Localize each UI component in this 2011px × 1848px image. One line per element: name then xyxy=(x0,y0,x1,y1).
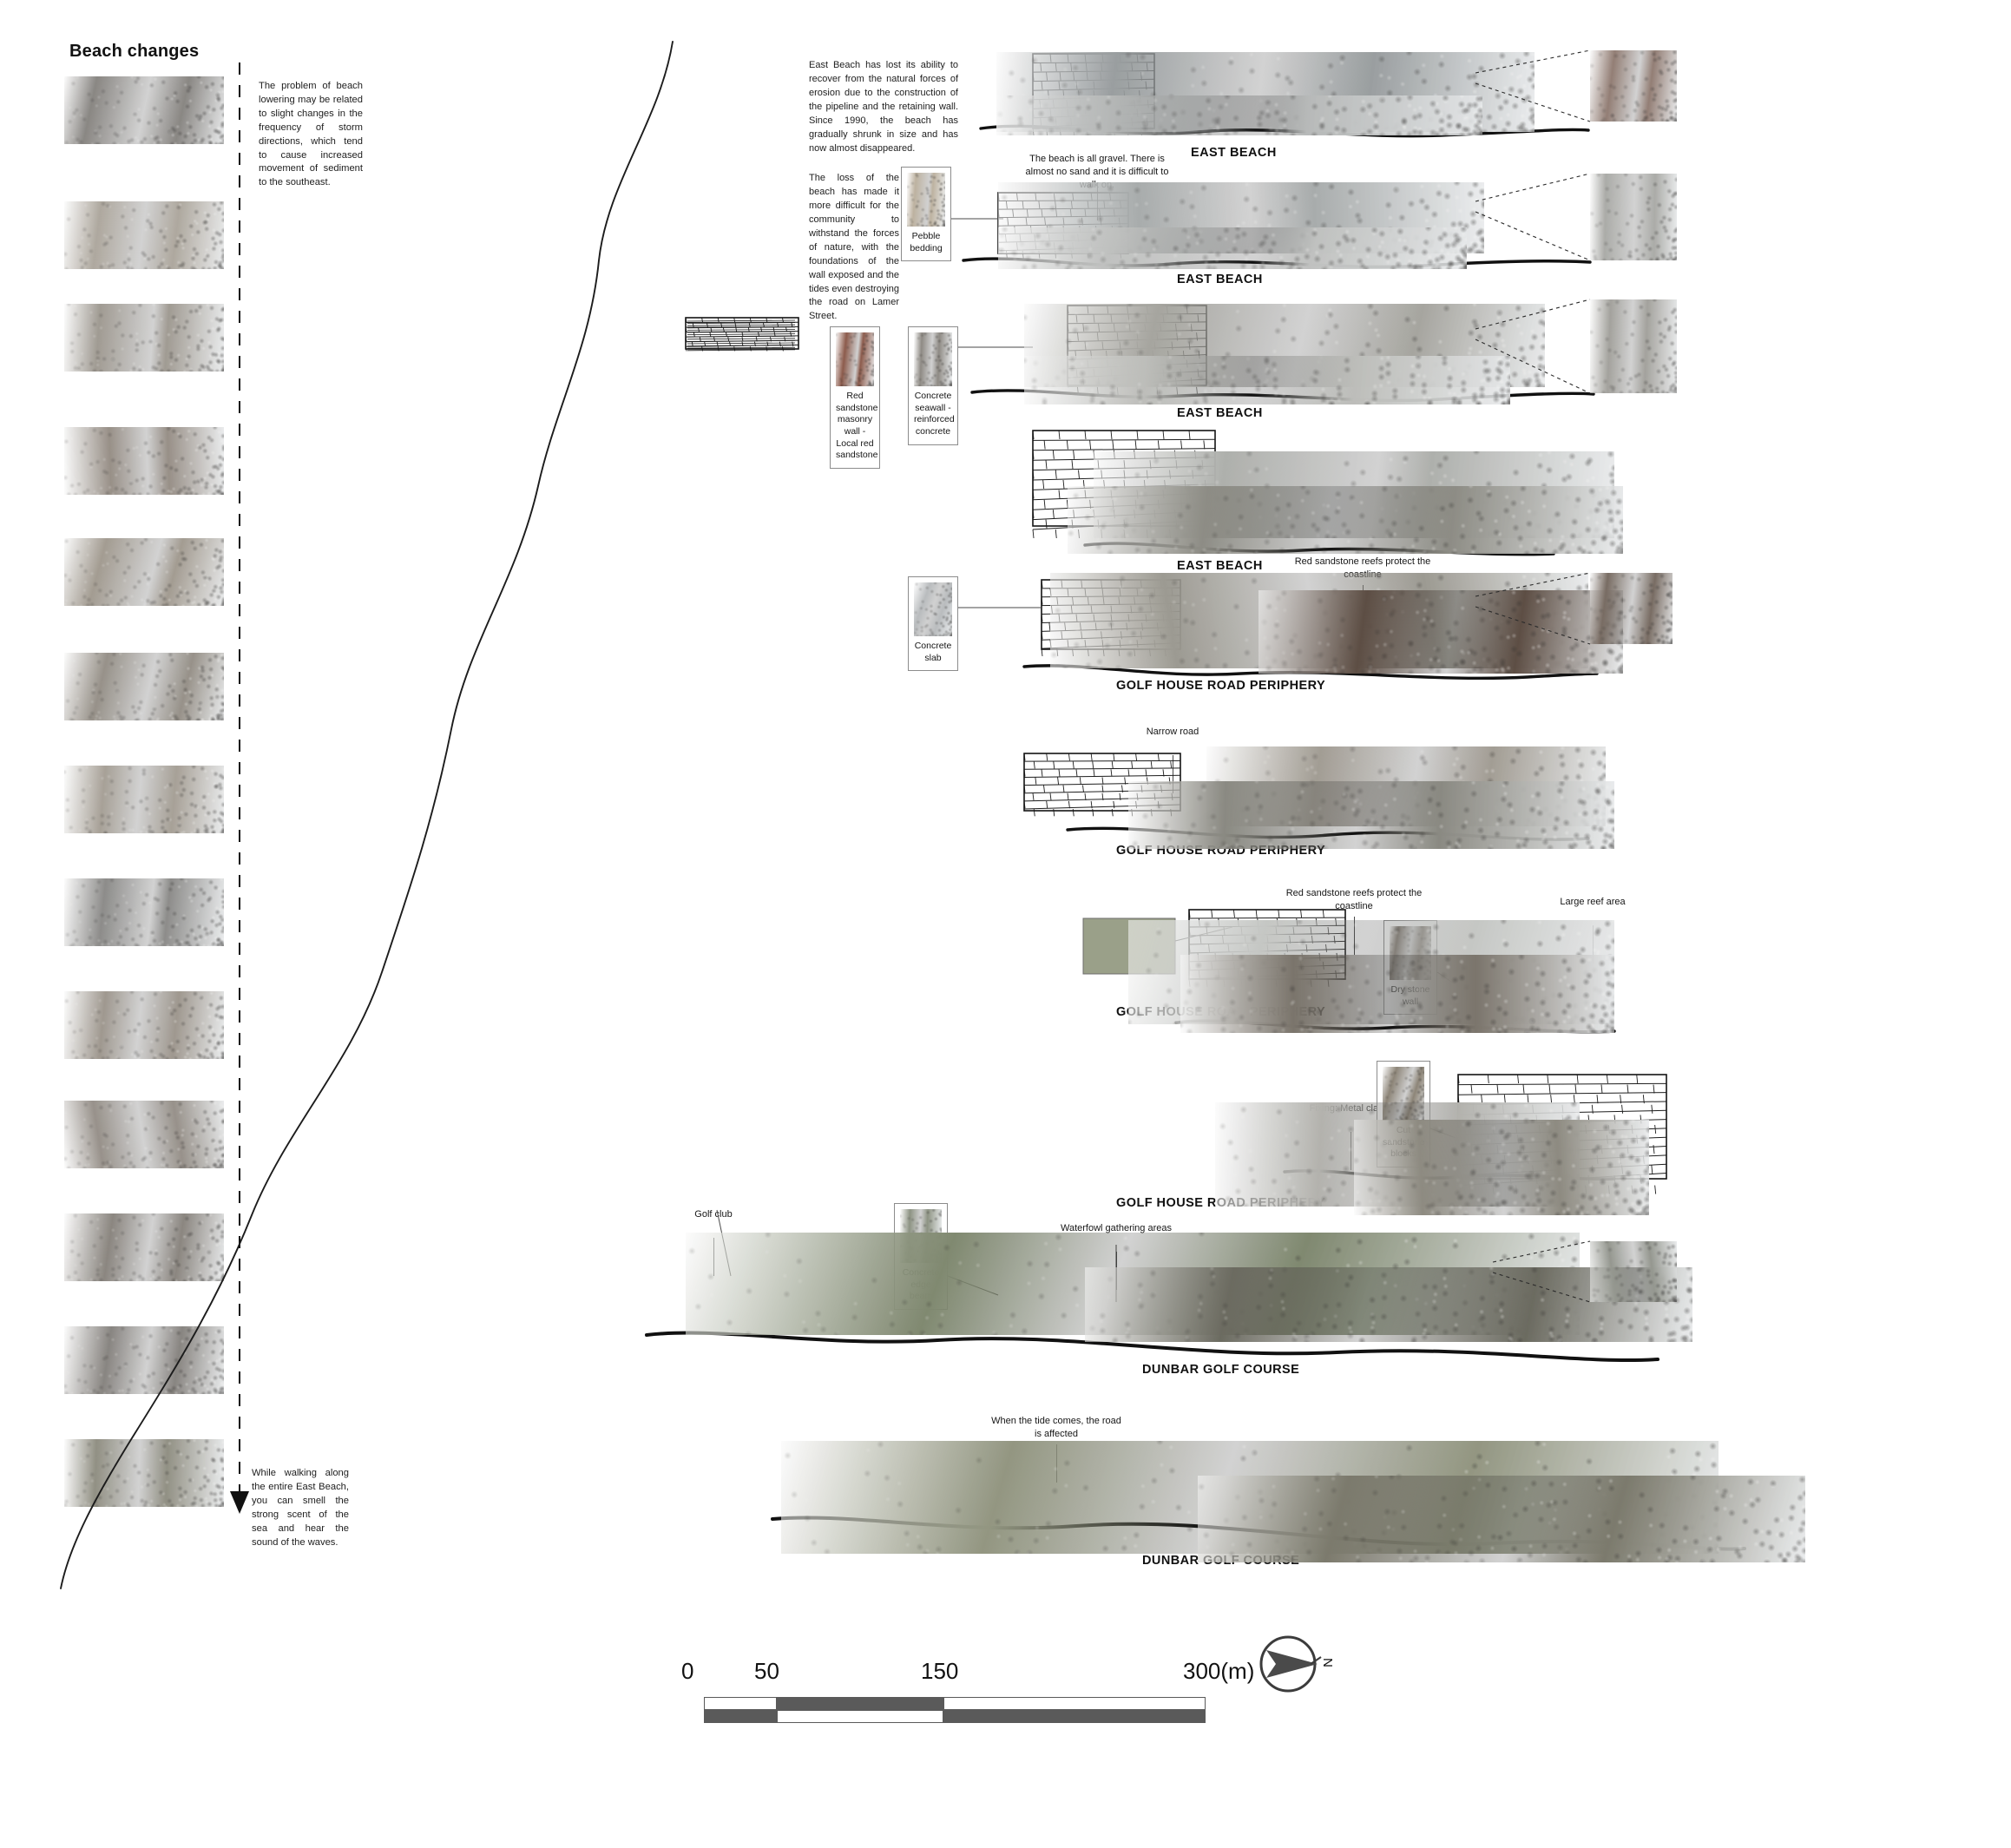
section-east-beach-4-title: EAST BEACH xyxy=(1177,559,1263,573)
section-panorama-band-10 xyxy=(1259,590,1623,674)
reefs-note-2: Red sandstone reefs protect the coastlin… xyxy=(1285,888,1423,911)
narrow-road-note: Narrow road xyxy=(1146,727,1199,737)
strip-photo-13 xyxy=(64,1439,224,1507)
section-east-beach-1-title: EAST BEACH xyxy=(1191,146,1277,160)
strip-photo-9 xyxy=(64,991,224,1059)
note-walking-east-beach: While walking along the entire East Beac… xyxy=(252,1468,349,1548)
compass-rose-icon xyxy=(1259,1635,1322,1693)
golf-club-note: Golf club xyxy=(694,1209,733,1220)
red-sandstone-masonry-wall-caption: Red sandstone masonry wall - Local red s… xyxy=(836,391,878,461)
scale-tick-0: 0 xyxy=(681,1658,694,1684)
route-direction-arrow-icon xyxy=(230,1491,249,1514)
red-sandstone-masonry-wall-thumbnail xyxy=(836,332,874,386)
scale-bar-track xyxy=(704,1697,1242,1723)
section-ghr-1-title: GOLF HOUSE ROAD PERIPHERY xyxy=(1116,679,1326,693)
scale-tick-1: 50 xyxy=(754,1658,779,1684)
strip-photo-2 xyxy=(64,201,224,269)
strip-photo-11 xyxy=(64,1213,224,1281)
pebble-bedding-thumbnail xyxy=(907,173,945,227)
concrete-slab-caption: Concrete slab xyxy=(914,641,952,663)
swatch-concrete-seawall: Concrete seawall - reinforced concrete xyxy=(908,326,958,445)
section-panorama-band-20 xyxy=(1198,1476,1805,1562)
compass-north-label: N xyxy=(1320,1658,1335,1667)
strip-photo-10 xyxy=(64,1101,224,1168)
zoom-detail-photo-3 xyxy=(1590,299,1677,393)
scale-tick-3: 300(m) xyxy=(1183,1658,1255,1684)
wall-section-hatch-drawing xyxy=(687,319,796,352)
pebble-bedding-caption: Pebble bedding xyxy=(910,231,943,253)
zoom-detail-photo-5 xyxy=(1590,1241,1677,1302)
zoom-detail-photo-4 xyxy=(1590,573,1673,644)
section-panorama-band-8 xyxy=(1068,486,1623,554)
section-east-beach-2-title: EAST BEACH xyxy=(1177,273,1263,286)
section-panorama-band-6 xyxy=(1024,356,1510,404)
ground-line xyxy=(645,1331,1659,1363)
concrete-slab-thumbnail xyxy=(914,582,952,636)
note-beach-lowering: The problem of beach lowering may be rel… xyxy=(259,81,363,188)
swatch-concrete-slab: Concrete slab xyxy=(908,576,958,672)
section-east-beach-3-title: EAST BEACH xyxy=(1177,406,1263,420)
zoom-detail-photo-1 xyxy=(1590,50,1677,122)
paragraph-east-beach-erosion: East Beach has lost its ability to recov… xyxy=(809,60,958,154)
section-dunbar-1-title: DUNBAR GOLF COURSE xyxy=(1142,1363,1300,1377)
strip-photo-8 xyxy=(64,878,224,946)
section-panorama-band-2 xyxy=(996,95,1482,135)
route-dashed-line xyxy=(239,62,240,1495)
section-panorama-band-4 xyxy=(998,227,1467,269)
large-reef-note: Large reef area xyxy=(1560,897,1626,907)
waterfowl-note: Waterfowl gathering areas xyxy=(1061,1223,1172,1233)
concrete-seawall-thumbnail xyxy=(914,332,952,386)
strip-photo-1 xyxy=(64,76,224,144)
tide-road-note: When the tide comes, the road is affecte… xyxy=(991,1416,1121,1439)
concrete-seawall-caption: Concrete seawall - reinforced concrete xyxy=(914,391,955,437)
swatch-pebble-bedding: Pebble bedding xyxy=(901,167,951,262)
swatch-red-sandstone-masonry-wall: Red sandstone masonry wall - Local red s… xyxy=(830,326,880,469)
strip-photo-6 xyxy=(64,653,224,720)
ground-line xyxy=(60,41,674,1589)
section-panorama-band-14 xyxy=(1180,955,1614,1033)
page-title: Beach changes xyxy=(69,42,200,61)
strip-photo-4 xyxy=(64,427,224,495)
strip-photo-7 xyxy=(64,766,224,833)
section-panorama-band-12 xyxy=(1128,781,1614,849)
strip-photo-12 xyxy=(64,1326,224,1394)
strip-photo-5 xyxy=(64,538,224,606)
scale-tick-2: 150 xyxy=(921,1658,959,1684)
paragraph-beach-loss: The loss of the beach has made it more d… xyxy=(809,173,899,322)
strip-photo-3 xyxy=(64,304,224,372)
zoom-detail-photo-2 xyxy=(1590,174,1677,260)
section-panorama-band-16 xyxy=(1354,1120,1649,1215)
